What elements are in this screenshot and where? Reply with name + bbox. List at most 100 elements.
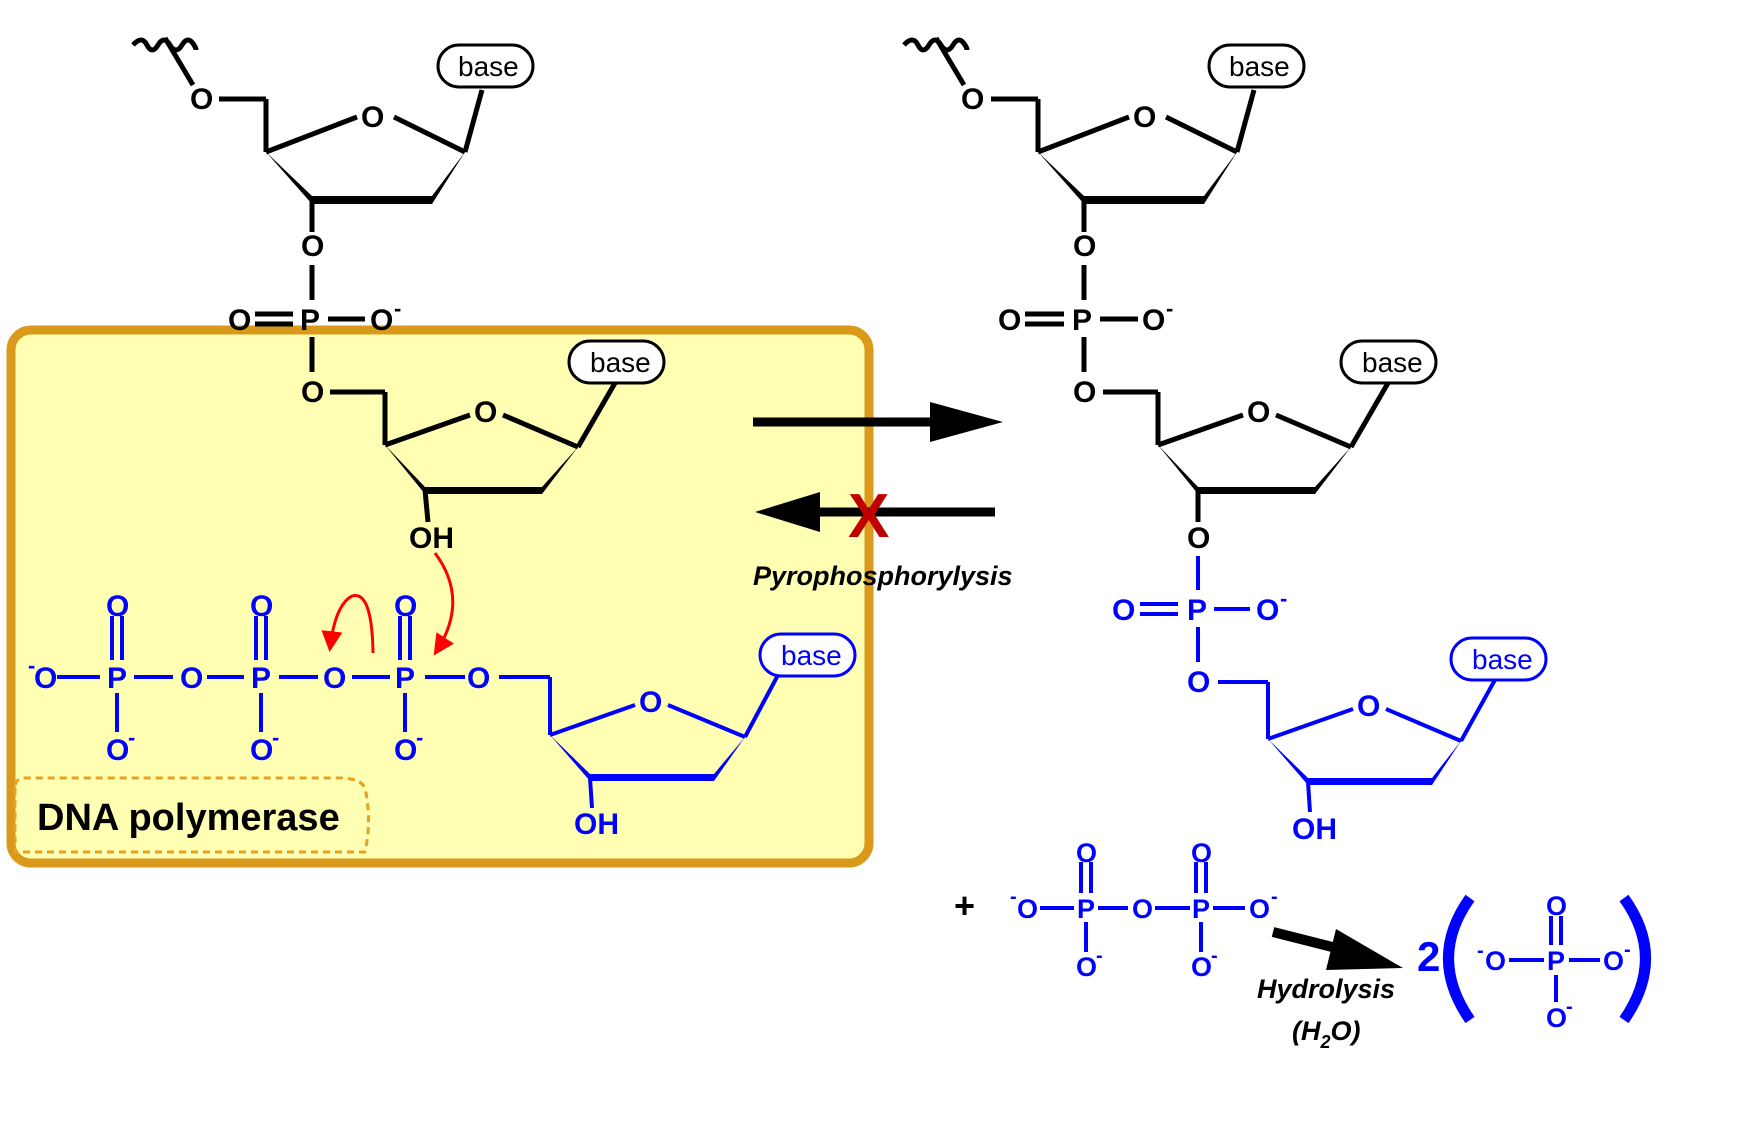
atom-o: O xyxy=(1132,894,1153,924)
reaction-arrow-icon xyxy=(755,492,820,532)
base-label: base xyxy=(1472,644,1533,675)
right-new-nucleotide xyxy=(1140,556,1498,813)
atom-o: O xyxy=(1073,376,1096,409)
charge-minus: - xyxy=(1271,886,1278,908)
reaction-arrow-icon xyxy=(930,402,1003,442)
left-upper-base: base xyxy=(436,43,535,89)
atom-o: O xyxy=(180,662,203,695)
atom-p: P xyxy=(107,662,127,695)
right-upper-nucleotide xyxy=(902,36,1391,522)
charge-minus: - xyxy=(1624,939,1631,961)
water-open: (H xyxy=(1292,1016,1321,1046)
charge-minus: - xyxy=(1566,996,1573,1018)
atom-o: O xyxy=(961,83,984,116)
atom-o: O xyxy=(1546,891,1567,921)
atom-o: O xyxy=(250,734,273,767)
atom-o: O xyxy=(1603,946,1624,976)
atom-p: P xyxy=(251,662,271,695)
atom-p: P xyxy=(1547,946,1565,976)
atom-o: O xyxy=(1133,101,1156,134)
charge-minus: - xyxy=(272,725,279,750)
atom-o: O xyxy=(106,590,129,623)
atom-o: O xyxy=(1256,594,1279,627)
atom-o: O xyxy=(1076,952,1097,982)
incoming-dntp xyxy=(57,616,780,809)
charge-minus: - xyxy=(1280,586,1287,611)
atom-o: O xyxy=(301,230,324,263)
atom-o: O xyxy=(1191,952,1212,982)
atom-o: O xyxy=(394,590,417,623)
pyrophosphate-atoms: - O P O P O - O O O - O - xyxy=(1010,838,1278,982)
atom-p: P xyxy=(1072,304,1092,337)
atom-o: O xyxy=(1076,838,1097,868)
product-coefficient: 2 xyxy=(1417,933,1440,980)
atom-o: O xyxy=(190,83,213,116)
base-label: base xyxy=(1229,51,1290,82)
atom-o: O xyxy=(361,101,384,134)
enzyme-label-box xyxy=(13,776,370,854)
atom-o: O xyxy=(34,662,57,695)
atom-o: O xyxy=(1187,522,1210,555)
right-upper-atoms: O O O O P O - O O O xyxy=(961,83,1270,555)
atom-oh: OH xyxy=(1292,813,1337,846)
charge-minus: - xyxy=(1166,296,1173,321)
pyrophosphate xyxy=(1040,862,1245,952)
atom-o: O xyxy=(323,662,346,695)
atom-o: O xyxy=(467,662,490,695)
hydrolysis-label: Hydrolysis xyxy=(1257,974,1395,1004)
atom-o: O xyxy=(228,304,251,337)
right-new-base: base xyxy=(1449,636,1548,682)
base-label: base xyxy=(781,640,842,671)
atom-p: P xyxy=(1077,894,1095,924)
charge-minus: - xyxy=(1096,945,1103,967)
left-terminal-atoms: O OH xyxy=(409,396,497,555)
left-parenthesis xyxy=(1443,894,1475,1024)
atom-p: P xyxy=(1192,894,1210,924)
cross-mark-icon: X xyxy=(848,482,889,551)
reaction-arrow-icon xyxy=(1326,929,1403,970)
atom-o: O xyxy=(1112,594,1135,627)
atom-o: O xyxy=(1187,666,1210,699)
atom-p: P xyxy=(395,662,415,695)
charge-minus: - xyxy=(394,296,401,321)
incoming-dntp-atoms: - O P O P O P O O O O O - O - O - O OH xyxy=(28,590,662,841)
left-terminal-nucleotide xyxy=(330,381,618,523)
pyrophosphorylysis-label: Pyrophosphorylysis xyxy=(753,561,1013,591)
atom-o: O xyxy=(301,376,324,409)
right-middle-base: base xyxy=(1339,339,1438,385)
charge-minus: - xyxy=(1211,945,1218,967)
enzyme-label: DNA polymerase xyxy=(37,797,340,839)
charge-minus: - xyxy=(416,725,423,750)
water-close: O) xyxy=(1331,1016,1361,1046)
atom-o: O xyxy=(1357,690,1380,723)
atom-o: O xyxy=(106,734,129,767)
atom-o: O xyxy=(474,396,497,429)
water-label: (H2O) xyxy=(1292,1016,1361,1052)
curved-arrow-icon xyxy=(321,594,375,654)
atom-o: O xyxy=(998,304,1021,337)
phosphate xyxy=(1509,916,1600,1002)
charge-minus: - xyxy=(128,725,135,750)
atom-o: O xyxy=(1249,894,1270,924)
water-subscript: 2 xyxy=(1320,1032,1331,1052)
phosphate-atoms: - O P O - O O - xyxy=(1477,891,1631,1033)
atom-o: O xyxy=(394,734,417,767)
atom-p: P xyxy=(300,304,320,337)
enzyme-box xyxy=(6,325,874,868)
atom-oh: OH xyxy=(574,808,619,841)
left-upper-atoms: O O O O P O - O xyxy=(190,83,401,409)
atom-p: P xyxy=(1187,594,1207,627)
reverse-arrow xyxy=(755,492,995,532)
atom-o: O xyxy=(1191,838,1212,868)
right-new-atoms: O P O - O O OH xyxy=(1112,586,1380,846)
hydrolysis-arrow xyxy=(1271,927,1403,970)
plus-sign: + xyxy=(954,885,975,926)
left-terminal-base: base xyxy=(567,339,666,385)
atom-o: O xyxy=(1017,894,1038,924)
right-upper-base: base xyxy=(1207,43,1306,89)
atom-o: O xyxy=(1247,396,1270,429)
atom-o: O xyxy=(370,304,393,337)
curved-arrow-icon xyxy=(433,552,455,656)
base-label: base xyxy=(458,51,519,82)
